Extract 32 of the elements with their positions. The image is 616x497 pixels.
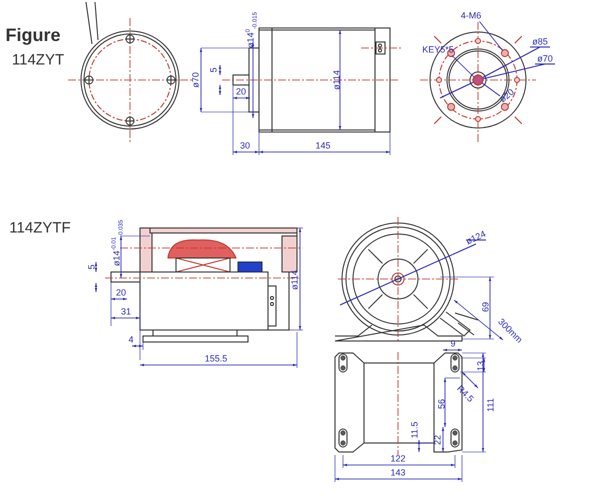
dimension-label: ø114	[332, 70, 342, 90]
dimension-label: 20	[236, 88, 246, 96]
dimension-label: 22	[434, 435, 442, 445]
dimension-label: 122	[390, 454, 406, 464]
callout-label: 4-M6	[460, 12, 482, 20]
dimension-label: 11.5	[410, 422, 420, 438]
dimension-label: 56	[438, 399, 446, 409]
dimension-label: 143	[390, 468, 406, 478]
dimension-label: 69	[482, 302, 490, 312]
leader-line	[452, 55, 474, 78]
model-label: 114ZYT	[12, 52, 64, 68]
dimension-label: 4	[128, 336, 134, 344]
mounting-hole	[500, 49, 509, 58]
dimension-label: 31	[121, 308, 131, 316]
dimension-label: 20	[116, 288, 126, 298]
dimension-label: 30	[240, 142, 250, 150]
dimension-label: 13	[476, 361, 486, 371]
dimension-label: 155.5	[204, 354, 228, 364]
shaft-end	[472, 74, 484, 86]
model-label: 114ZYTF	[9, 220, 71, 236]
dimension-label: 5	[88, 264, 96, 270]
dimension-label: ø114	[290, 270, 300, 290]
dimension-label: 111	[486, 398, 496, 412]
dimension-label: ø20	[498, 88, 516, 104]
dimension-label: ø70	[537, 54, 553, 64]
dimension-label: 9	[450, 340, 456, 348]
figure-heading: Figure	[6, 26, 60, 44]
dimension-label: ø85	[532, 38, 548, 46]
dimension-label: 5	[210, 68, 218, 72]
leader-line	[479, 21, 503, 51]
dimension-label: 145	[315, 142, 331, 150]
dimension-label: ø70	[192, 72, 200, 88]
